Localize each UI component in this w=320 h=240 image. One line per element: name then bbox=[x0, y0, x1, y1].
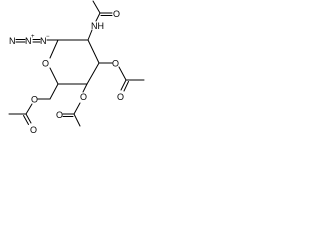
bond-c3-c4 bbox=[86, 62, 100, 85]
bond-c5-o bbox=[49, 67, 59, 85]
bond-nh-carbonyl bbox=[95, 12, 101, 22]
bond-c4-o bbox=[82, 83, 88, 93]
bond-c2-c3 bbox=[87, 39, 100, 64]
bond-c2-nh bbox=[87, 29, 93, 41]
bond-carbonyl-o-c6 bbox=[25, 113, 32, 124]
bond-o-c1 bbox=[49, 39, 59, 59]
azide-n1-label: N bbox=[9, 36, 16, 46]
pyranose-ring bbox=[49, 39, 100, 85]
acetoxy-group-c4: O O bbox=[56, 83, 88, 127]
bond-carbonyl-o-c6-double bbox=[23, 115, 29, 125]
nh-label: NH bbox=[91, 21, 104, 31]
bond-carbonyl-o-c3-double bbox=[123, 81, 129, 92]
azide-n2-label: N bbox=[25, 36, 32, 46]
azide-n3-charge: − bbox=[46, 34, 50, 40]
azide-n3-label: N bbox=[40, 36, 47, 46]
ester-oxygen-c4-label: O bbox=[80, 92, 87, 102]
acetamido-oxygen-label: O bbox=[113, 9, 120, 19]
ester-oxygen-c6-label: O bbox=[31, 95, 38, 105]
bond-o-carbonyl-c4 bbox=[73, 102, 81, 115]
bond-o-carbonyl-c6 bbox=[25, 103, 33, 115]
acetoxy-group-c3: O O bbox=[98, 59, 145, 102]
bond-carbonyl-o-c3 bbox=[120, 79, 127, 91]
azide-n2-charge: + bbox=[31, 34, 35, 40]
structure-diagram: O N N + N − NH O O O O bbox=[8, 0, 145, 135]
bond-o-carbonyl-c3 bbox=[118, 66, 127, 81]
bond-carbonyl-methyl bbox=[92, 0, 101, 14]
acetamido-group: NH O bbox=[87, 0, 120, 41]
ester-oxygen-c3-label: O bbox=[112, 59, 119, 69]
ring-oxygen-label: O bbox=[42, 59, 49, 69]
bond-carbonyl-methyl-c4 bbox=[73, 113, 81, 127]
bond-c5-c6 bbox=[49, 83, 59, 100]
carbonyl-oxygen-c6-label: O bbox=[30, 125, 37, 135]
carbonyl-oxygen-c3-label: O bbox=[117, 92, 124, 102]
azide-group: N N + N − bbox=[9, 34, 59, 46]
carbonyl-oxygen-c4-label: O bbox=[56, 110, 63, 120]
acetoxymethyl-group-c6: O O bbox=[8, 83, 59, 135]
